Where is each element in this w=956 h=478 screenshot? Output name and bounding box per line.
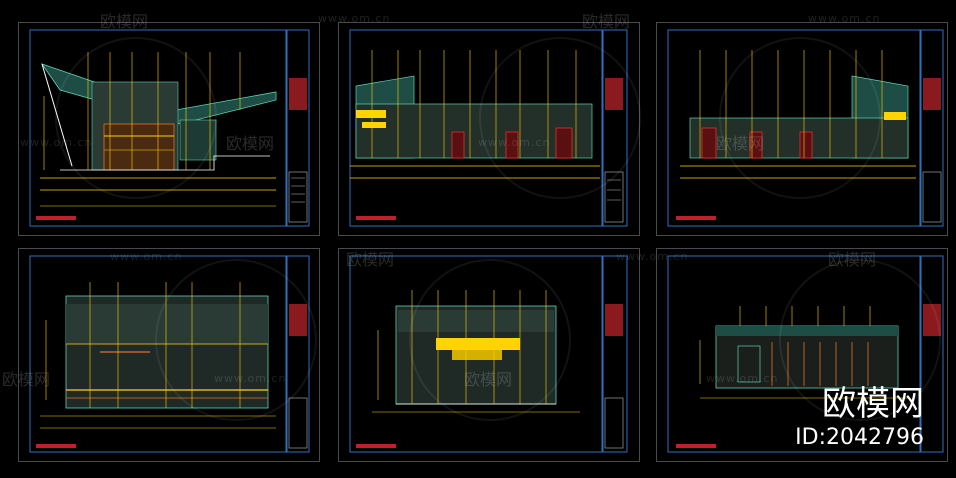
sheet-1-drawing	[29, 29, 310, 227]
brand-id: ID:2042796	[795, 425, 924, 450]
sheet-4-drawing	[29, 255, 310, 453]
watermark-logo: 欧模网	[346, 250, 395, 269]
watermark-logo: 欧模网	[226, 134, 275, 153]
drawing-sheet-2	[338, 22, 640, 236]
watermark-site: www.om.cn	[478, 136, 551, 149]
drawing-sheet-4	[18, 248, 320, 462]
drawing-sheet-3	[656, 22, 948, 236]
watermark-logo: 欧模网	[716, 134, 765, 153]
drawing-sheet-6	[656, 248, 948, 462]
brand-name: 欧模网	[822, 384, 924, 424]
sheet-2-drawing	[349, 29, 628, 227]
sheet-5-drawing	[349, 255, 628, 453]
watermark-logo: 欧模网	[100, 12, 149, 31]
drawing-sheet-1	[18, 22, 320, 236]
watermark-site: www.om.cn	[20, 136, 93, 149]
watermark-logo: 欧模网	[582, 12, 631, 31]
watermark-site: www.om.cn	[808, 12, 881, 25]
watermark-site: www.om.cn	[214, 372, 287, 385]
sheet-6-drawing	[667, 255, 944, 453]
sheet-3-drawing	[667, 29, 944, 227]
watermark-site: www.om.cn	[706, 372, 779, 385]
drawing-sheet-5	[338, 248, 640, 462]
watermark-site: www.om.cn	[616, 250, 689, 263]
watermark-site: www.om.cn	[110, 250, 183, 263]
watermark-logo: 欧模网	[464, 370, 513, 389]
watermark-logo: 欧模网	[828, 250, 877, 269]
watermark-logo: 欧模网	[2, 370, 51, 389]
watermark-site: www.om.cn	[318, 12, 391, 25]
